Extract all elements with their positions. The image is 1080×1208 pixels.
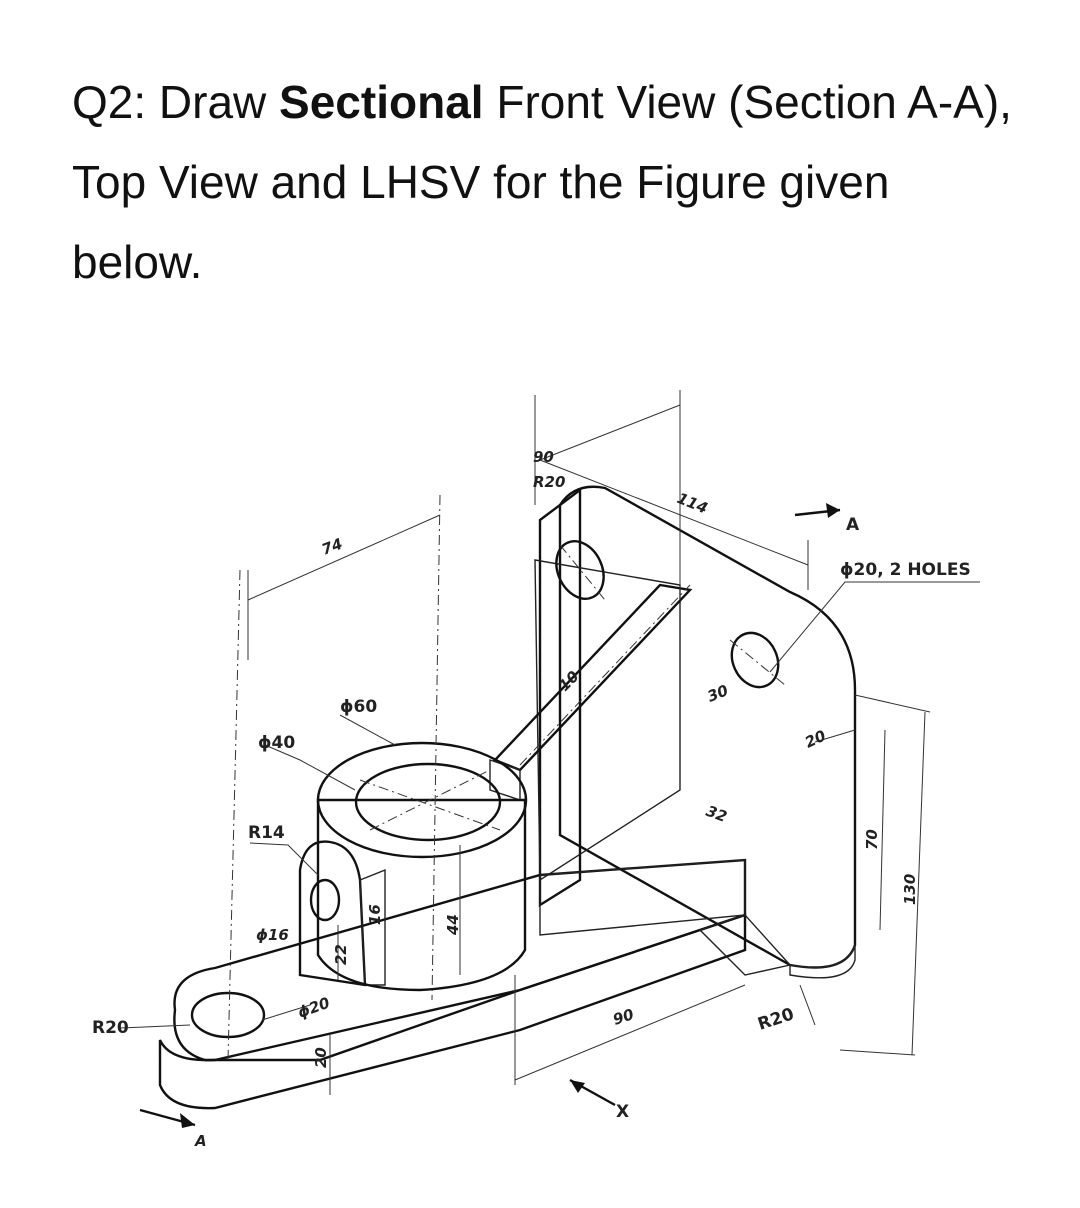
dim-90-top: 90	[533, 448, 554, 466]
dim-20-side: 20	[802, 726, 829, 751]
base-plate	[158, 858, 792, 1110]
question-prefix: Q2: Draw	[72, 76, 280, 128]
dimension-labels: 90 R20 114 74 A ϕ20, 2 HOLES ϕ60 ϕ40 10 …	[92, 448, 971, 1150]
dim-r20-left: R20	[92, 1018, 129, 1038]
dim-phi60: ϕ60	[340, 697, 377, 717]
dim-30: 30	[705, 681, 731, 706]
lug	[298, 840, 386, 987]
boss-cylinder	[316, 741, 528, 992]
dim-phi20-base: ϕ20	[295, 994, 332, 1022]
dim-74: 74	[319, 535, 345, 559]
lug-hole	[309, 878, 341, 922]
question-emphasis: Sectional	[279, 76, 484, 128]
dim-130: 130	[901, 874, 919, 905]
section-label-top: A	[846, 515, 860, 535]
dim-r14: R14	[248, 823, 285, 843]
dim-44: 44	[444, 914, 462, 936]
dim-phi40: ϕ40	[258, 733, 295, 753]
dimension-lines	[119, 390, 980, 1128]
x-label: X	[616, 1102, 629, 1122]
dim-70: 70	[863, 829, 881, 850]
dim-20-base: 20	[312, 1047, 330, 1068]
question-suffix: Front View (Section A-A), Top View and L…	[72, 76, 1012, 288]
centre-lines	[227, 395, 786, 1061]
dim-16: 16	[366, 904, 384, 925]
boss-bore	[354, 762, 502, 842]
dim-r20-top: R20	[533, 473, 565, 491]
dim-32: 32	[704, 802, 730, 826]
holes-note: ϕ20, 2 HOLES	[840, 560, 971, 580]
section-label-bottom: A	[194, 1132, 207, 1150]
question-text: Q2: Draw Sectional Front View (Section A…	[72, 62, 1032, 302]
dim-r20-bottom: R20	[755, 1004, 796, 1034]
plate-hole-lower	[730, 631, 780, 689]
vertical-plate	[534, 485, 857, 979]
base-hole	[190, 991, 266, 1039]
dim-phi16: ϕ16	[256, 926, 289, 944]
dim-22: 22	[332, 944, 350, 965]
plate-hole-upper	[555, 540, 605, 600]
dim-90-bottom: 90	[611, 1005, 636, 1029]
